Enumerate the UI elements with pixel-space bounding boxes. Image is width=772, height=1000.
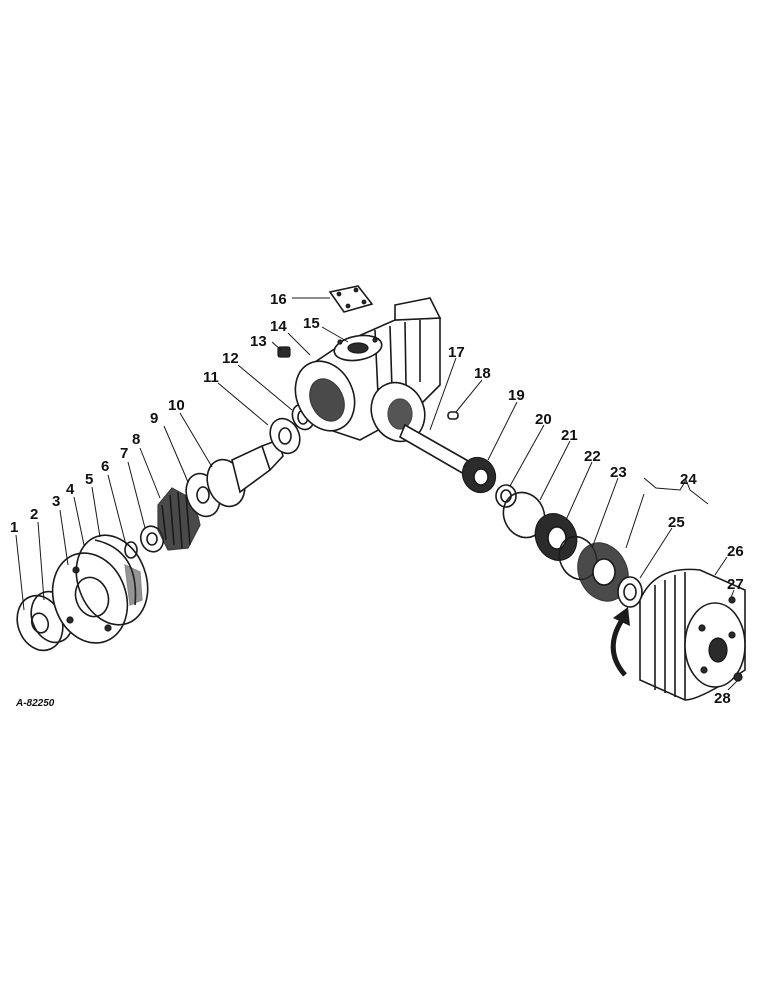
- callout-1: 1: [10, 519, 18, 536]
- callout-14: 14: [270, 318, 287, 335]
- part-11-bearing: [269, 417, 301, 455]
- callout-28: 28: [714, 690, 731, 707]
- part-10-shaft: [206, 438, 284, 508]
- callout-10: 10: [168, 397, 185, 414]
- callout-13: 13: [250, 333, 267, 350]
- callout-labels: 1 2 3 4 5 6 7 8 9 10 11 12 13 14 15 16 1…: [10, 291, 744, 709]
- callout-12: 12: [222, 350, 239, 367]
- part-24-retainer: [577, 542, 629, 602]
- callout-6: 6: [101, 458, 109, 475]
- callout-8: 8: [132, 431, 140, 448]
- callout-5: 5: [85, 471, 93, 488]
- part-6-snap-ring: [124, 541, 138, 559]
- part-17-output-shaft: [398, 423, 472, 476]
- callout-4: 4: [66, 481, 75, 498]
- callout-20: 20: [535, 411, 552, 428]
- part-14-gear-housing: [294, 297, 442, 443]
- callout-17: 17: [448, 344, 465, 361]
- part-19-bearing: [461, 456, 497, 494]
- callout-7: 7: [120, 445, 128, 462]
- callout-15: 15: [303, 315, 320, 332]
- callout-21: 21: [561, 427, 578, 444]
- callout-24: 24: [680, 471, 697, 488]
- part-4-5-flange: [75, 534, 149, 626]
- callout-18: 18: [474, 365, 491, 382]
- part-25-seal: [617, 576, 643, 608]
- callout-11: 11: [203, 369, 219, 386]
- part-18-key: [447, 411, 459, 420]
- leader-lines: [15, 297, 739, 691]
- callout-27: 27: [727, 576, 744, 593]
- callout-26: 26: [727, 543, 744, 560]
- callout-22: 22: [584, 448, 601, 465]
- part-26-drum: [639, 568, 746, 701]
- part-16-top-cover: [328, 285, 374, 313]
- part-21-snap-ring: [502, 491, 546, 539]
- callout-19: 19: [508, 387, 525, 404]
- figure-reference: A-82250: [15, 698, 55, 709]
- rotation-arrow-icon: [610, 607, 630, 677]
- callout-9: 9: [150, 410, 158, 427]
- callout-25: 25: [668, 514, 685, 531]
- callout-16: 16: [270, 291, 287, 308]
- callout-3: 3: [52, 493, 60, 510]
- part-15-top-flange: [333, 334, 383, 362]
- callout-23: 23: [610, 464, 627, 481]
- callout-2: 2: [30, 506, 38, 523]
